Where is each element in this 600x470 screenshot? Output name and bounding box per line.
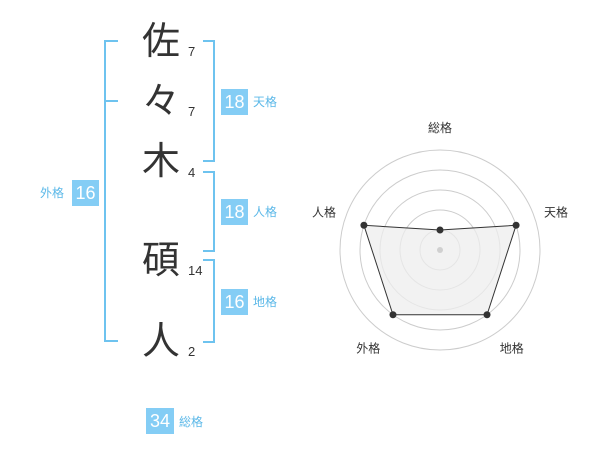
tenkaku-badge: 18 [221, 89, 248, 115]
jinkaku-label: 人格 [253, 205, 278, 219]
radar-data-point [389, 311, 397, 319]
name-char-4: 碩 [141, 238, 180, 282]
stroke-count-5: 2 [188, 344, 196, 359]
stroke-count-3: 4 [188, 165, 196, 180]
radar-grid-ring [339, 149, 541, 351]
jinkaku-badge: 18 [221, 199, 248, 225]
radar-series-area [363, 224, 517, 316]
radar-grid-ring [359, 169, 521, 331]
radar-data-point [360, 221, 368, 229]
name-char-3: 木 [141, 139, 180, 183]
gaikaku-label: 外格 [40, 186, 65, 200]
radar-axis-label: 天格 [544, 204, 568, 219]
radar-axis-label: 人格 [312, 204, 336, 219]
radar-axis-label: 地格 [500, 341, 524, 356]
radar-data-point [512, 221, 520, 229]
stroke-count-1: 7 [188, 44, 196, 59]
chikaku-badge: 16 [221, 289, 248, 315]
tenkaku-label: 天格 [253, 95, 278, 109]
radar-axis-label: 総格 [428, 120, 452, 135]
gaikaku-badge: 16 [72, 180, 99, 206]
chikaku-label: 地格 [253, 295, 278, 309]
name-char-5: 人 [141, 319, 180, 363]
radar-data-point [436, 226, 444, 234]
name-char-2: 々 [141, 79, 180, 123]
soukaku-label: 総格 [179, 415, 204, 429]
gaikaku-bracket-tick [104, 100, 118, 102]
soukaku-badge: 34 [146, 408, 174, 434]
radar-center-dot [437, 247, 443, 253]
radar-data-point [483, 311, 491, 319]
radar-axis-label: 外格 [356, 341, 380, 356]
tenkaku-bracket [203, 40, 215, 162]
stroke-count-4: 14 [188, 263, 203, 278]
stroke-count-2: 7 [188, 104, 196, 119]
name-char-1: 佐 [141, 19, 180, 63]
chikaku-bracket [203, 259, 215, 343]
jinkaku-bracket [203, 171, 215, 252]
gaikaku-bracket [104, 40, 118, 342]
